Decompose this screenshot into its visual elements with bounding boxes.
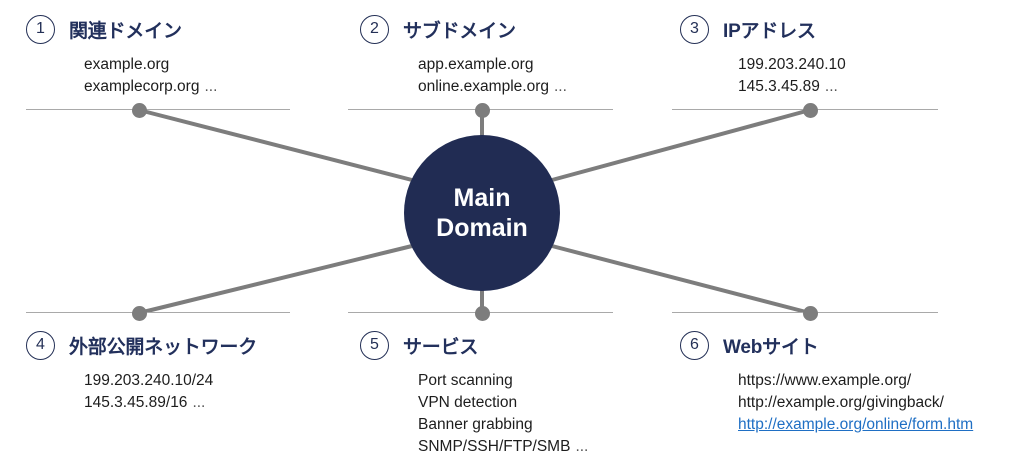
section-subdomains: 2 サブドメイン app.example.org online.example.… xyxy=(360,12,660,98)
section-items: 199.203.240.10/24 145.3.45.89/16... xyxy=(26,370,326,414)
list-item: online.example.org... xyxy=(418,76,660,98)
section-external-network: 4 外部公開ネットワーク 199.203.240.10/24 145.3.45.… xyxy=(26,328,326,414)
item-ellipsis xyxy=(213,372,218,389)
item-text: http://example.org/online/form.htm xyxy=(738,416,974,433)
section-number-badge: 2 xyxy=(360,14,389,44)
section-header: 2 サブドメイン xyxy=(360,12,660,46)
section-title: サービス xyxy=(403,336,479,358)
section-header: 1 関連ドメイン xyxy=(26,12,326,46)
item-ellipsis xyxy=(944,394,949,411)
list-item: example.org xyxy=(84,54,326,76)
divider-rule-1 xyxy=(26,109,290,111)
connector-hub-to-node-6 xyxy=(551,244,811,315)
section-header: 3 IPアドレス xyxy=(680,12,980,46)
item-ellipsis xyxy=(911,372,916,389)
list-item: https://www.example.org/ xyxy=(738,370,980,392)
list-item: 199.203.240.10/24 xyxy=(84,370,326,392)
item-ellipsis: ... xyxy=(192,394,206,411)
item-text: 199.203.240.10 xyxy=(738,56,846,73)
item-ellipsis xyxy=(517,394,522,411)
section-title: サブドメイン xyxy=(403,20,516,42)
item-text: 145.3.45.89 xyxy=(738,78,820,95)
section-title: Webサイト xyxy=(723,336,819,358)
node-dot-1 xyxy=(131,102,147,118)
item-text: examplecorp.org xyxy=(84,78,200,95)
item-ellipsis: ... xyxy=(824,78,838,95)
item-text: example.org xyxy=(84,56,170,73)
section-header: 5 サービス xyxy=(360,328,660,362)
connector-hub-to-node-3 xyxy=(551,108,811,182)
section-ip-addresses: 3 IPアドレス 199.203.240.10 145.3.45.89... xyxy=(680,12,980,98)
section-header: 4 外部公開ネットワーク xyxy=(26,328,326,362)
list-item: examplecorp.org... xyxy=(84,76,326,98)
list-item: http://example.org/givingback/ xyxy=(738,392,980,414)
item-ellipsis xyxy=(533,56,538,73)
list-item: 145.3.45.89... xyxy=(738,76,980,98)
node-dot-5 xyxy=(474,305,490,321)
website-hyperlink[interactable]: http://example.org/online/form.htm xyxy=(738,414,980,436)
item-text: online.example.org xyxy=(418,78,549,95)
main-domain-label: Main Domain xyxy=(436,184,528,242)
list-item: app.example.org xyxy=(418,54,660,76)
section-items: app.example.org online.example.org... xyxy=(360,54,660,98)
section-related-domains: 1 関連ドメイン example.org examplecorp.org... xyxy=(26,12,326,98)
list-item: SNMP/SSH/FTP/SMB... xyxy=(418,436,660,458)
divider-rule-4 xyxy=(26,312,290,314)
item-ellipsis xyxy=(513,372,518,389)
item-ellipsis: ... xyxy=(204,78,218,95)
item-text: http://example.org/givingback/ xyxy=(738,394,944,411)
item-ellipsis xyxy=(169,56,174,73)
item-text: Banner grabbing xyxy=(418,416,533,433)
item-text: Port scanning xyxy=(418,372,513,389)
item-text: https://www.example.org/ xyxy=(738,372,912,389)
list-item: VPN detection xyxy=(418,392,660,414)
item-ellipsis xyxy=(846,56,851,73)
node-dot-3 xyxy=(802,102,818,118)
item-text: VPN detection xyxy=(418,394,518,411)
section-title: 関連ドメイン xyxy=(69,20,182,42)
item-text: SNMP/SSH/FTP/SMB xyxy=(418,438,571,455)
item-ellipsis: ... xyxy=(553,78,567,95)
connector-hub-to-node-4 xyxy=(138,244,413,315)
section-items: 199.203.240.10 145.3.45.89... xyxy=(680,54,980,98)
list-item: 145.3.45.89/16... xyxy=(84,392,326,414)
node-dot-4 xyxy=(131,305,147,321)
list-item: Port scanning xyxy=(418,370,660,392)
node-dot-2 xyxy=(474,102,490,118)
item-ellipsis xyxy=(533,416,538,433)
section-title: IPアドレス xyxy=(723,20,816,42)
item-text: 145.3.45.89/16 xyxy=(84,394,188,411)
list-item: Banner grabbing xyxy=(418,414,660,436)
section-items: example.org examplecorp.org... xyxy=(26,54,326,98)
section-items: https://www.example.org/ http://example.… xyxy=(680,370,980,436)
item-text: app.example.org xyxy=(418,56,534,73)
item-text: 199.203.240.10/24 xyxy=(84,372,214,389)
section-number-badge: 4 xyxy=(26,330,55,360)
connector-hub-to-node-1 xyxy=(138,108,413,182)
section-services: 5 サービス Port scanning VPN detection Banne… xyxy=(360,328,660,458)
main-domain-hub: Main Domain xyxy=(404,135,560,291)
section-number-badge: 5 xyxy=(360,330,389,360)
section-items: Port scanning VPN detection Banner grabb… xyxy=(360,370,660,458)
item-ellipsis: ... xyxy=(575,438,589,455)
section-number-badge: 1 xyxy=(26,14,55,44)
section-title: 外部公開ネットワーク xyxy=(69,336,258,358)
node-dot-6 xyxy=(802,305,818,321)
section-header: 6 Webサイト xyxy=(680,328,980,362)
section-number-badge: 3 xyxy=(680,14,709,44)
section-number-badge: 6 xyxy=(680,330,709,360)
list-item: 199.203.240.10 xyxy=(738,54,980,76)
section-websites: 6 Webサイト https://www.example.org/ http:/… xyxy=(680,328,980,436)
